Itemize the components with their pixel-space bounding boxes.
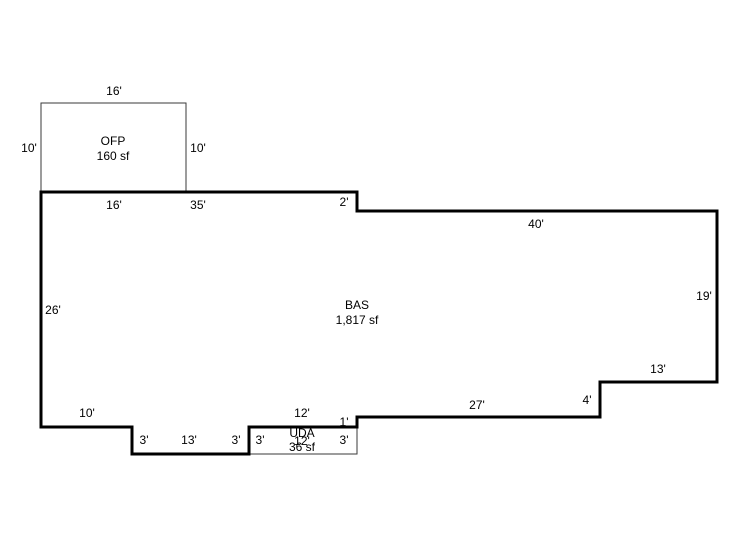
ofp-name-label: OFP	[101, 134, 126, 148]
bas-right-dimension: 19'	[696, 289, 712, 303]
bas-step-right-dimension: 13'	[650, 362, 666, 376]
bas-top-b-dimension: 40'	[528, 217, 544, 231]
uda-name-label: UDA	[289, 426, 314, 440]
bas-name-label: BAS	[345, 298, 369, 312]
ofp-top-dimension: 16'	[106, 84, 122, 98]
ofp-area-label: 160 sf	[97, 149, 130, 163]
uda-bottom-dimension: 12'	[294, 434, 310, 448]
bas-notch-right-dimension: 3'	[232, 433, 241, 447]
bas-step-right-v-dimension: 4'	[583, 393, 592, 407]
ofp-left-dimension: 10'	[21, 141, 37, 155]
bas-notch-left-dimension: 3'	[140, 433, 149, 447]
bas-bottom-a-dimension: 27'	[469, 398, 485, 412]
uda-area-label: 36 sf	[289, 440, 316, 454]
bas-notch-bottom-dimension: 13'	[181, 433, 197, 447]
bas-area-label: 1,817 sf	[336, 313, 379, 327]
bas-outline	[39, 190, 719, 456]
uda-right-dimension: 3'	[340, 433, 349, 447]
bas-bottom-b-dimension: 12'	[294, 406, 310, 420]
bas-step-bottom-dimension: 1'	[340, 415, 349, 429]
bas-step-top-dimension: 2'	[340, 195, 349, 209]
ofp-right-dimension: 10'	[190, 141, 206, 155]
bas-left-dimension: 26'	[45, 303, 61, 317]
uda-left-dimension: 3'	[256, 433, 265, 447]
ofp-bottom-dimension: 16'	[106, 198, 122, 212]
bas-bottom-c-dimension: 10'	[79, 406, 95, 420]
bas-top-a-dimension: 35'	[190, 198, 206, 212]
